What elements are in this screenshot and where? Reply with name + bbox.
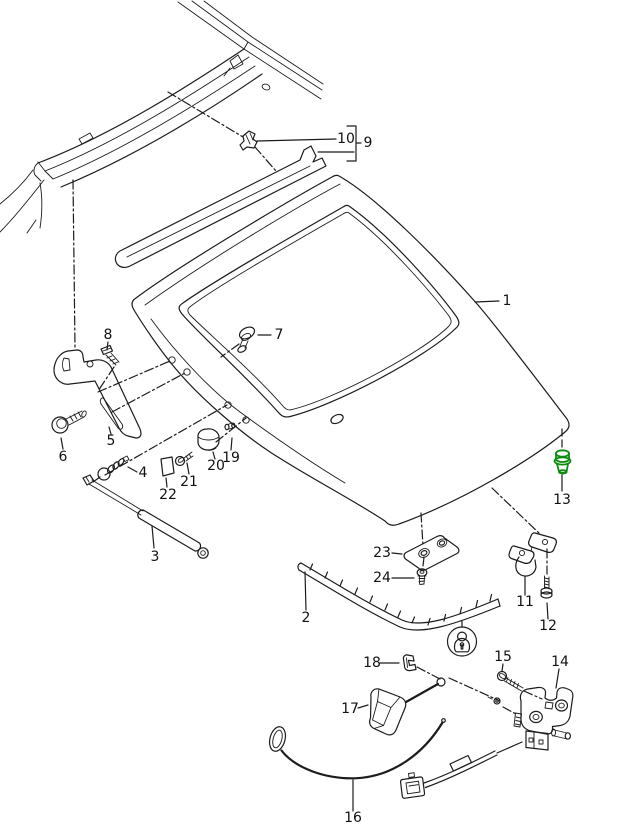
- clip-part-18: [402, 654, 417, 672]
- spoiler-strip-drawing: [114, 145, 327, 268]
- screw-part-15: [496, 670, 524, 692]
- part-label-10: 10: [337, 131, 355, 147]
- cable-connector: [399, 776, 426, 799]
- cable-part-16: [268, 696, 523, 799]
- part-label-23: 23: [373, 545, 391, 561]
- part-label-17: 17: [341, 701, 359, 717]
- flange-hole: [168, 356, 176, 364]
- part-label-22: 22: [159, 487, 177, 503]
- leader-lines: [60, 138, 563, 812]
- screw-part-8: [100, 344, 120, 366]
- part-label-8: 8: [104, 327, 113, 343]
- hatch-panel-drawing: [131, 174, 570, 526]
- seal-strip-part-2: [297, 562, 501, 631]
- group-bracket-9: [346, 125, 362, 162]
- latch-part-14: [513, 686, 574, 751]
- pad-part-22: [160, 456, 175, 477]
- roof-clip-part-10: [239, 130, 258, 151]
- part-label-3: 3: [151, 549, 160, 565]
- screw-part-21: [174, 451, 194, 467]
- padlock-body: [453, 637, 471, 653]
- flange-hole: [224, 401, 232, 409]
- bolt-part-6: [51, 410, 87, 434]
- part-label-15: 15: [494, 649, 512, 665]
- screw-part-12: [540, 575, 553, 599]
- part-label-1: 1: [503, 293, 512, 309]
- window-outline: [178, 204, 460, 418]
- bracket-part-11: [508, 532, 557, 577]
- hatch-oval-hole: [330, 413, 344, 425]
- part-label-11: 11: [516, 594, 534, 610]
- part-label-4: 4: [139, 465, 148, 481]
- part-label-12: 12: [539, 618, 557, 634]
- plug-part-7: [237, 326, 256, 353]
- part-label-2: 2: [302, 610, 311, 626]
- padlock-shackle: [457, 631, 468, 642]
- part-label-19: 19: [222, 450, 240, 466]
- green-plug-part-13: [553, 449, 572, 475]
- body-roof-frame-drawing: [0, 0, 324, 234]
- part-label-5: 5: [107, 433, 116, 449]
- buffer-part-20: [197, 428, 220, 451]
- pin-part-19: [224, 422, 236, 431]
- part-label-16: 16: [344, 810, 362, 826]
- alignment-lines: [72, 91, 563, 715]
- part-label-7: 7: [275, 327, 284, 343]
- part-label-24: 24: [373, 570, 391, 586]
- screw-part-24: [416, 568, 428, 585]
- part-label-21: 21: [180, 474, 198, 490]
- part-label-13: 13: [553, 492, 571, 508]
- hatch-outline: [131, 174, 570, 526]
- part-label-6: 6: [59, 449, 68, 465]
- part-label-9: 9: [364, 135, 373, 151]
- part-label-20: 20: [207, 458, 225, 474]
- hinge-arm-part-5: [53, 349, 142, 439]
- window-inner-line: [187, 211, 452, 411]
- flange-hole: [183, 368, 191, 376]
- part-label-18: 18: [363, 655, 381, 671]
- part-label-14: 14: [551, 654, 569, 670]
- security-lock-symbol: [446, 626, 478, 657]
- ball-stud-part-4: [97, 455, 130, 481]
- handle-part-17: [369, 677, 446, 736]
- plate-part-23: [403, 535, 460, 571]
